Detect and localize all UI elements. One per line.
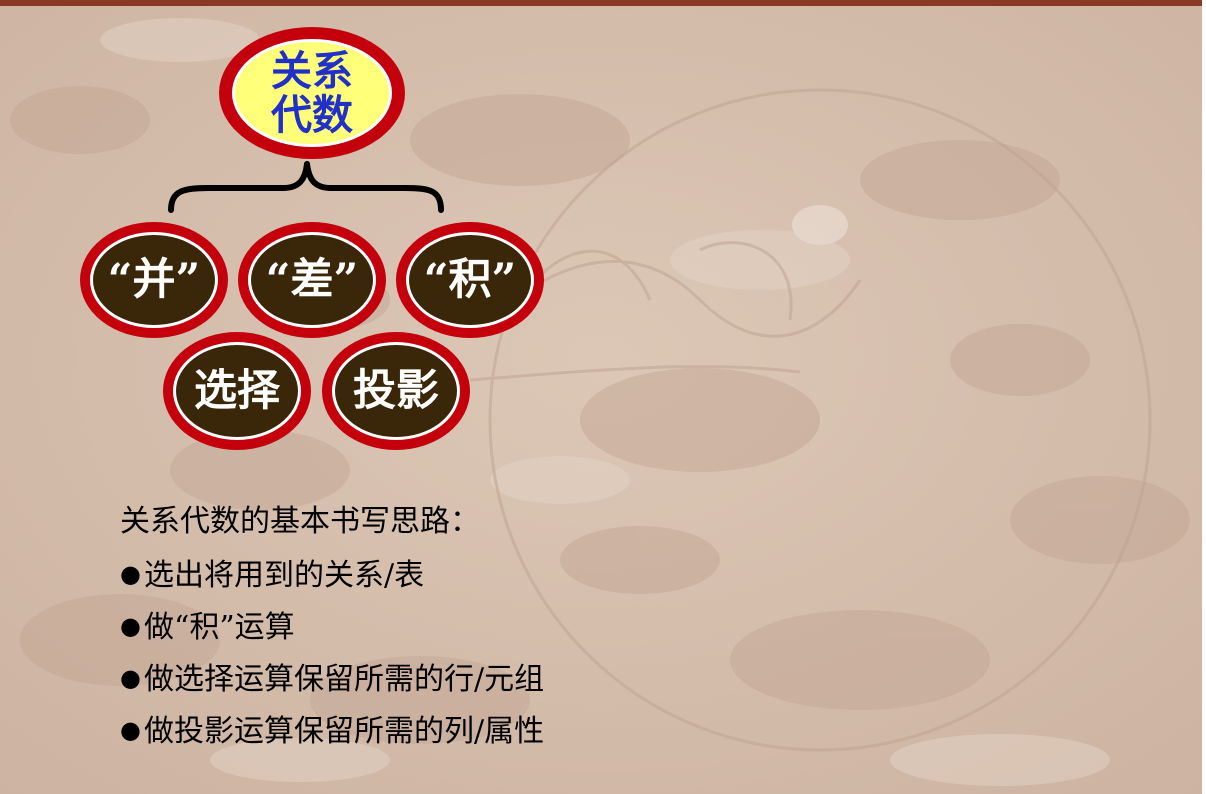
curly-brace-connector bbox=[168, 161, 444, 213]
bullet-text: 做“积”运算 bbox=[144, 610, 295, 645]
bullet-text: 选出将用到的关系/表 bbox=[144, 558, 425, 593]
difference-label: “差” bbox=[265, 255, 359, 305]
union-label: “并” bbox=[107, 255, 201, 305]
selection-node: 选择 bbox=[163, 332, 311, 450]
product-node: “积” bbox=[396, 222, 544, 338]
difference-node: “差” bbox=[238, 222, 386, 338]
bullet-text: 做选择运算保留所需的行/元组 bbox=[144, 662, 545, 697]
union-node: “并” bbox=[80, 222, 228, 338]
projection-label: 投影 bbox=[353, 366, 439, 416]
selection-label: 选择 bbox=[194, 366, 280, 416]
top-accent-bar bbox=[0, 0, 1202, 6]
bullet-item: ●选出将用到的关系/表 bbox=[120, 552, 544, 604]
bullet-text: 做投影运算保留所需的列/属性 bbox=[144, 714, 545, 749]
bullet-icon: ● bbox=[120, 612, 141, 640]
bullet-icon: ● bbox=[120, 664, 141, 692]
bullet-icon: ● bbox=[120, 716, 141, 744]
projection-node: 投影 bbox=[322, 332, 470, 450]
bullet-item: ●做投影运算保留所需的列/属性 bbox=[120, 708, 544, 760]
relational-algebra-label: 关系 代数 bbox=[271, 47, 353, 139]
bullet-item: ●做选择运算保留所需的行/元组 bbox=[120, 656, 544, 708]
writing-approach-heading: 关系代数的基本书写思路： bbox=[120, 504, 480, 539]
product-label: “积” bbox=[423, 255, 517, 305]
relational-algebra-node: 关系 代数 bbox=[219, 27, 405, 159]
writing-approach-text: 关系代数的基本书写思路： ●选出将用到的关系/表 ●做“积”运算 ●做选择运算保… bbox=[120, 500, 544, 760]
bullet-icon: ● bbox=[120, 560, 141, 588]
bullet-item: ●做“积”运算 bbox=[120, 604, 544, 656]
